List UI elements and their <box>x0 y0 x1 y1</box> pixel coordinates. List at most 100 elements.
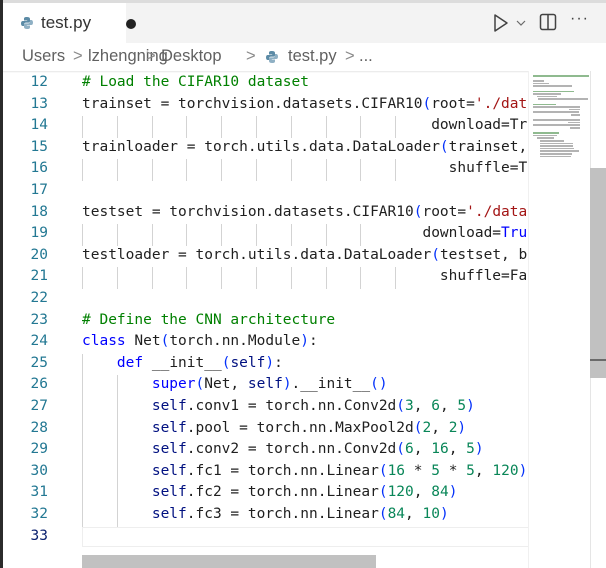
editor-tab-bar: test.py ··· <box>3 3 606 43</box>
indent-guide <box>290 224 292 246</box>
code-line[interactable]: shuffle=Tr <box>82 160 528 177</box>
minimap-line <box>537 98 588 100</box>
code-line[interactable]: download=Tru <box>82 117 528 134</box>
indent-guide <box>116 224 118 246</box>
indent-guide <box>256 267 257 289</box>
indent-guide <box>186 116 188 138</box>
line-number: 26 <box>30 376 48 393</box>
minimap-line <box>570 114 580 116</box>
line-number: 30 <box>30 462 48 479</box>
code-line[interactable]: self.fc2 = torch.nn.Linear(120, 84) <box>151 484 458 501</box>
code-line[interactable]: shuffle=Fal <box>82 268 528 285</box>
breadcrumb-item-desktop[interactable]: Desktop <box>161 47 222 65</box>
code-line[interactable]: # Load the CIFAR10 dataset <box>82 74 309 90</box>
code-line[interactable]: self.fc3 = torch.nn.Linear(84, 10) <box>151 506 449 522</box>
minimap-line <box>540 153 572 155</box>
indent-guide <box>82 483 83 505</box>
indent-guide <box>82 418 83 441</box>
minimap-line <box>569 108 580 111</box>
indent-guide <box>82 159 83 181</box>
minimap-line <box>540 140 565 142</box>
line-number: 25 <box>30 354 48 371</box>
breadcrumb-item-test-py[interactable]: test.py <box>288 47 337 65</box>
vertical-scrollbar-thumb[interactable] <box>590 168 606 378</box>
breadcrumb-item-symbols[interactable]: ... <box>359 47 373 65</box>
minimap[interactable] <box>528 71 591 568</box>
code-line[interactable]: self.conv1 = torch.nn.Conv2d(3, 6, 5) <box>151 398 475 414</box>
breadcrumb-separator: > <box>345 47 355 65</box>
code-line[interactable]: def __init__(self): <box>116 354 283 371</box>
indent-guide <box>82 375 83 397</box>
code-line[interactable]: testset = torchvision.datasets.CIFAR10(r… <box>82 203 528 220</box>
code-line[interactable]: class Net(torch.nn.Module): <box>82 333 318 350</box>
python-icon <box>266 51 278 63</box>
indent-guide <box>290 159 292 181</box>
code-line[interactable]: self.pool = torch.nn.MaxPool2d(2, 2) <box>151 419 467 436</box>
play-icon[interactable] <box>492 12 510 34</box>
indent-guide <box>256 224 257 246</box>
line-number: 21 <box>30 268 48 285</box>
code-line[interactable]: trainset = torchvision.datasets.CIFAR10(… <box>82 95 528 112</box>
breadcrumb-separator: > <box>246 47 256 65</box>
breadcrumb-item-users[interactable]: Users <box>22 47 66 65</box>
current-line-highlight <box>82 527 528 548</box>
window-left-border <box>0 0 3 568</box>
horizontal-scrollbar-thumb[interactable] <box>82 555 376 568</box>
line-number: 16 <box>30 160 48 177</box>
line-number: 22 <box>30 290 48 306</box>
indent-guide <box>82 116 83 138</box>
breadcrumb: Users > lzhengning > Desktop > test.py >… <box>3 43 606 71</box>
line-number: 20 <box>30 246 48 263</box>
indent-guide <box>116 159 118 181</box>
code-line[interactable]: super(Net, self).__init__() <box>151 376 388 393</box>
split-editor-icon[interactable] <box>539 13 557 31</box>
chevron-down-icon[interactable] <box>515 18 527 28</box>
minimap-line <box>568 121 580 124</box>
minimap-line <box>533 119 580 121</box>
minimap-line <box>533 132 560 134</box>
indent-guide <box>82 440 83 462</box>
code-line[interactable]: testloader = torch.utils.data.DataLoader… <box>82 246 528 263</box>
indent-guide <box>221 224 223 246</box>
tab-label: test.py <box>41 13 92 32</box>
indent-guide <box>116 418 118 441</box>
minimap-line <box>540 155 571 158</box>
code-editor[interactable] <box>3 71 606 568</box>
indent-guide <box>151 267 153 289</box>
indent-guide <box>325 159 327 181</box>
indent-guide <box>395 116 397 138</box>
indent-guide <box>221 116 223 138</box>
indent-guide <box>325 116 327 138</box>
ellipsis-icon[interactable]: ··· <box>570 10 589 27</box>
unsaved-changes-dot[interactable] <box>126 19 136 29</box>
indent-guide <box>186 159 188 181</box>
line-number: 32 <box>30 506 48 522</box>
code-line[interactable]: download=True <box>82 225 528 242</box>
breadcrumb-item-lzhengning[interactable]: lzhengning <box>88 47 168 65</box>
breadcrumb-separator: > <box>146 47 156 65</box>
indent-guide <box>151 224 153 246</box>
indent-guide <box>325 224 327 246</box>
minimap-line <box>533 80 544 82</box>
tab-test-py[interactable]: test.py <box>3 3 136 43</box>
code-line[interactable]: self.conv2 = torch.nn.Conv2d(6, 16, 5) <box>151 441 484 458</box>
minimap-line <box>540 142 574 145</box>
indent-guide <box>151 159 153 181</box>
code-line[interactable]: trainloader = torch.utils.data.DataLoade… <box>82 138 528 155</box>
minimap-line <box>540 150 579 152</box>
minimap-line <box>533 85 572 87</box>
indent-guide <box>116 483 118 505</box>
editor-scroll-shadow <box>3 71 528 73</box>
minimap-line <box>533 75 589 77</box>
indent-guide <box>360 224 362 246</box>
line-number: 33 <box>30 527 48 544</box>
minimap-line <box>540 145 573 147</box>
line-number: 23 <box>30 311 48 328</box>
code-line[interactable]: # Define the CNN architecture <box>82 311 336 328</box>
indent-guide <box>151 116 153 138</box>
code-line[interactable]: self.fc1 = torch.nn.Linear(16 * 5 * 5, 1… <box>151 462 528 479</box>
minimap-line <box>533 93 561 95</box>
indent-guide <box>116 116 118 138</box>
indent-guide <box>360 267 362 289</box>
minimap-line <box>533 90 574 93</box>
